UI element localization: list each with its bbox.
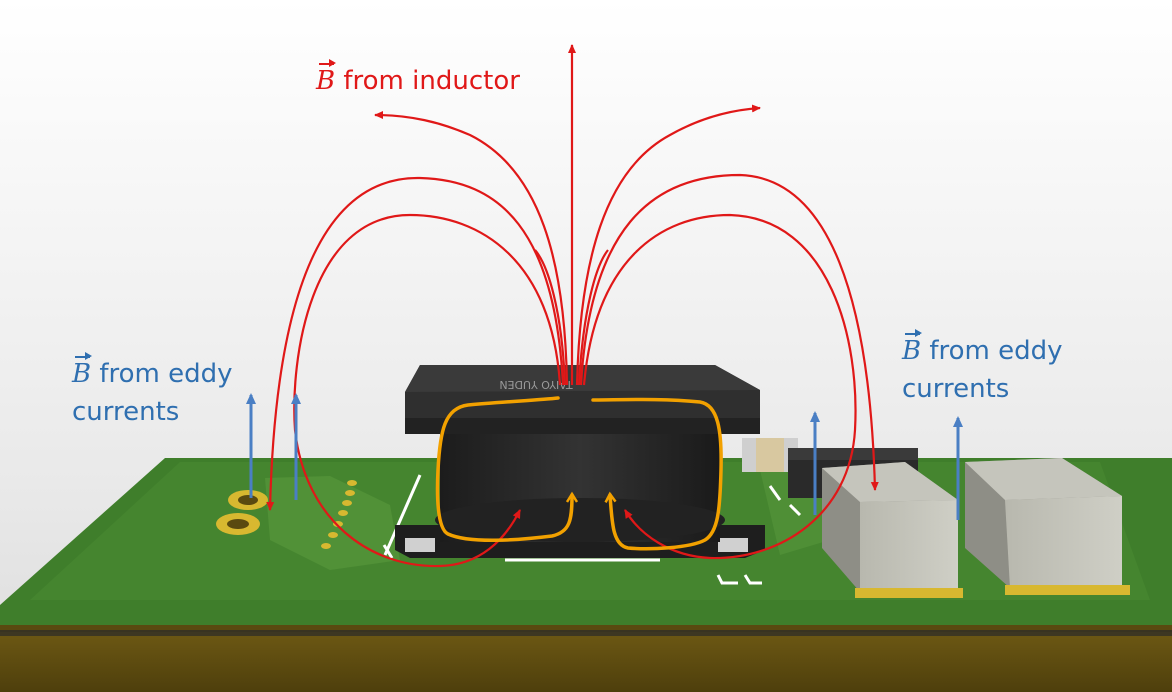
label-eddy-right-line2: currents bbox=[902, 374, 1010, 404]
field-line-left-2 bbox=[266, 176, 565, 511]
silkscreen-mark-2 bbox=[788, 503, 802, 517]
board-base bbox=[0, 628, 1172, 692]
inductor-field-lines bbox=[266, 44, 879, 568]
capacitor-2 bbox=[965, 458, 1130, 595]
b-vector-symbol: B bbox=[902, 329, 923, 370]
silkscreen-left bbox=[383, 474, 422, 556]
eddy-loop-right bbox=[591, 397, 723, 551]
field-line-right-2 bbox=[579, 173, 879, 491]
silkscreen-l1-left bbox=[716, 574, 738, 585]
eddy-field-lines bbox=[246, 393, 963, 520]
inductor-marking: TAIYO YUDEN bbox=[499, 378, 573, 391]
silkscreen-l1-right bbox=[743, 574, 762, 585]
board-edge-line bbox=[0, 630, 1172, 636]
label-eddy-right-line1: from eddy bbox=[929, 336, 1063, 366]
b-vector-symbol: B bbox=[72, 352, 93, 393]
label-b-from-eddy-left: B from eddy currents bbox=[72, 352, 233, 431]
capacitor-1 bbox=[822, 462, 963, 598]
label-eddy-left-line2: currents bbox=[72, 397, 180, 427]
label-b-from-eddy-right: B from eddy currents bbox=[902, 329, 1063, 408]
label-b-from-inductor: B from inductor bbox=[316, 59, 520, 100]
via-group bbox=[216, 480, 357, 549]
field-line-left-1 bbox=[374, 111, 569, 386]
eddy-current-loops bbox=[435, 396, 723, 551]
inductor bbox=[395, 365, 765, 558]
silkscreen-mark-1 bbox=[768, 485, 782, 501]
field-line-right-3 bbox=[582, 213, 857, 560]
label-inductor-text: from inductor bbox=[343, 66, 520, 96]
b-vector-symbol: B bbox=[316, 59, 337, 100]
field-line-right-4 bbox=[577, 249, 609, 386]
eddy-loop-left bbox=[435, 396, 572, 543]
field-line-right-1 bbox=[575, 104, 761, 386]
field-line-left-4 bbox=[534, 249, 567, 386]
field-line-left-3 bbox=[293, 213, 562, 568]
label-eddy-left-line1: from eddy bbox=[99, 359, 233, 389]
